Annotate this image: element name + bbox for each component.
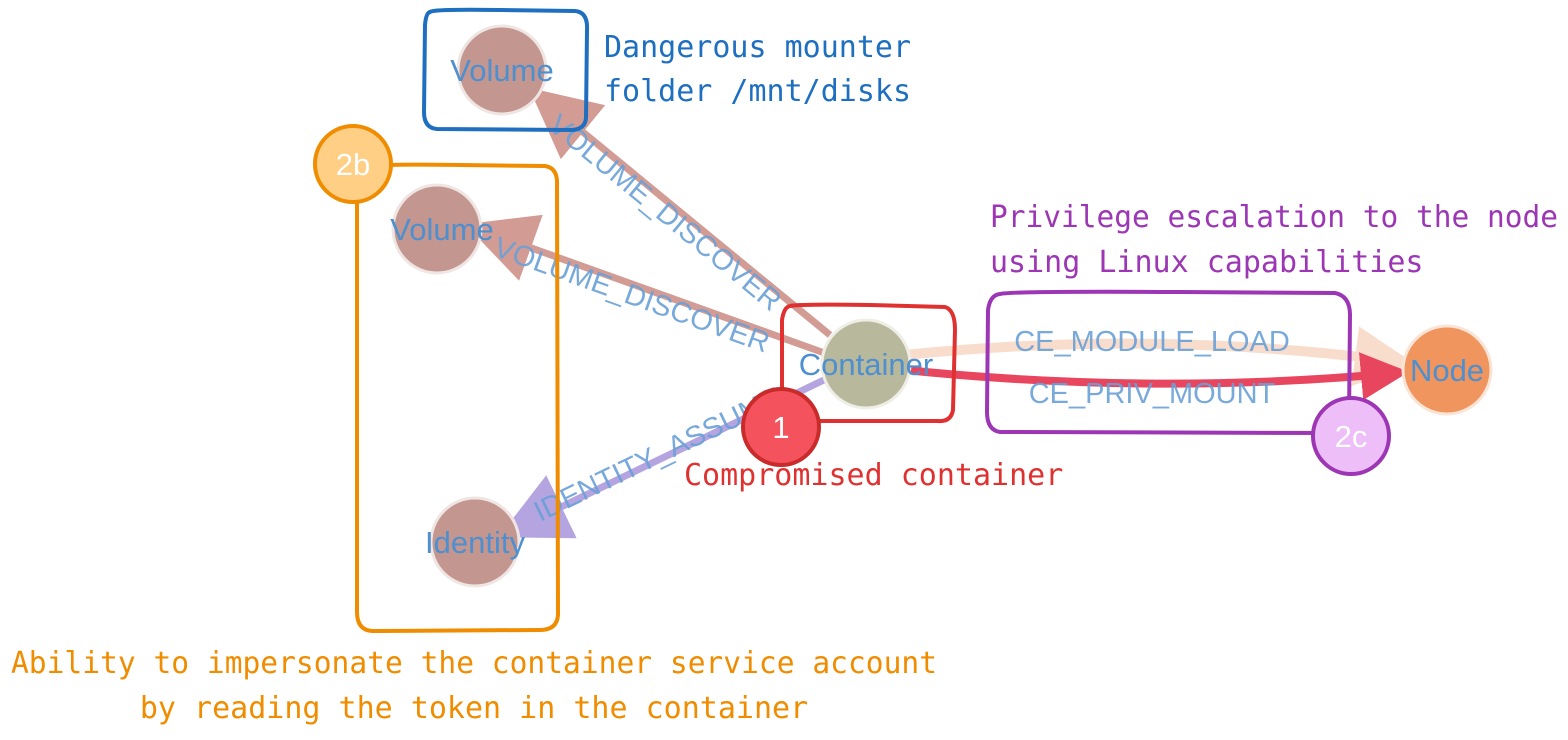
volume-node-top[interactable] — [456, 24, 548, 116]
dangerous-mount-note-line2: folder /mnt/disks — [604, 74, 911, 109]
edge-label-ce-module-load: CE_MODULE_LOAD — [1014, 326, 1290, 358]
badge-2b-label: 2b — [336, 147, 370, 182]
privesc-note-line1: Privilege escalation to the node — [990, 200, 1558, 235]
identity-label: Identity — [425, 525, 525, 560]
dangerous-mount-box — [421, 7, 590, 133]
badge-2b — [313, 124, 393, 204]
volume-label-mid: Volume — [390, 212, 493, 247]
badge-2c — [1311, 396, 1391, 476]
container-label: Container — [799, 347, 933, 382]
edge-volume-discover-mid — [465, 214, 832, 359]
compromised-container-box — [780, 302, 958, 424]
edge-volume-discover-top — [528, 87, 833, 338]
edge-ce-priv-mount — [904, 352, 1409, 401]
node-label: Node — [1410, 353, 1484, 388]
edge-ce-module-load — [904, 326, 1415, 386]
dangerous-mount-note-line1: Dangerous mounter — [604, 30, 911, 65]
volume-label-top: Volume — [450, 53, 553, 88]
container-node[interactable] — [820, 318, 912, 410]
volume-node-mid[interactable] — [391, 183, 483, 275]
badge-1 — [741, 387, 821, 467]
node-node[interactable] — [1401, 324, 1493, 416]
impersonate-note-line1: Ability to impersonate the container ser… — [11, 646, 937, 681]
compromised-note: Compromised container — [684, 458, 1063, 493]
identity-node[interactable] — [429, 496, 521, 588]
edge-label-identity-assume: IDENTITY_ASSUME — [529, 382, 787, 529]
edge-label-ce-priv-mount: CE_PRIV_MOUNT — [1029, 378, 1276, 410]
badge-2c-label: 2c — [1335, 419, 1368, 454]
privesc-note-line2: using Linux capabilities — [990, 245, 1423, 280]
impersonate-note-line2: by reading the token in the container — [140, 691, 808, 726]
badge-1-label: 1 — [772, 410, 789, 445]
privesc-box — [984, 289, 1353, 436]
